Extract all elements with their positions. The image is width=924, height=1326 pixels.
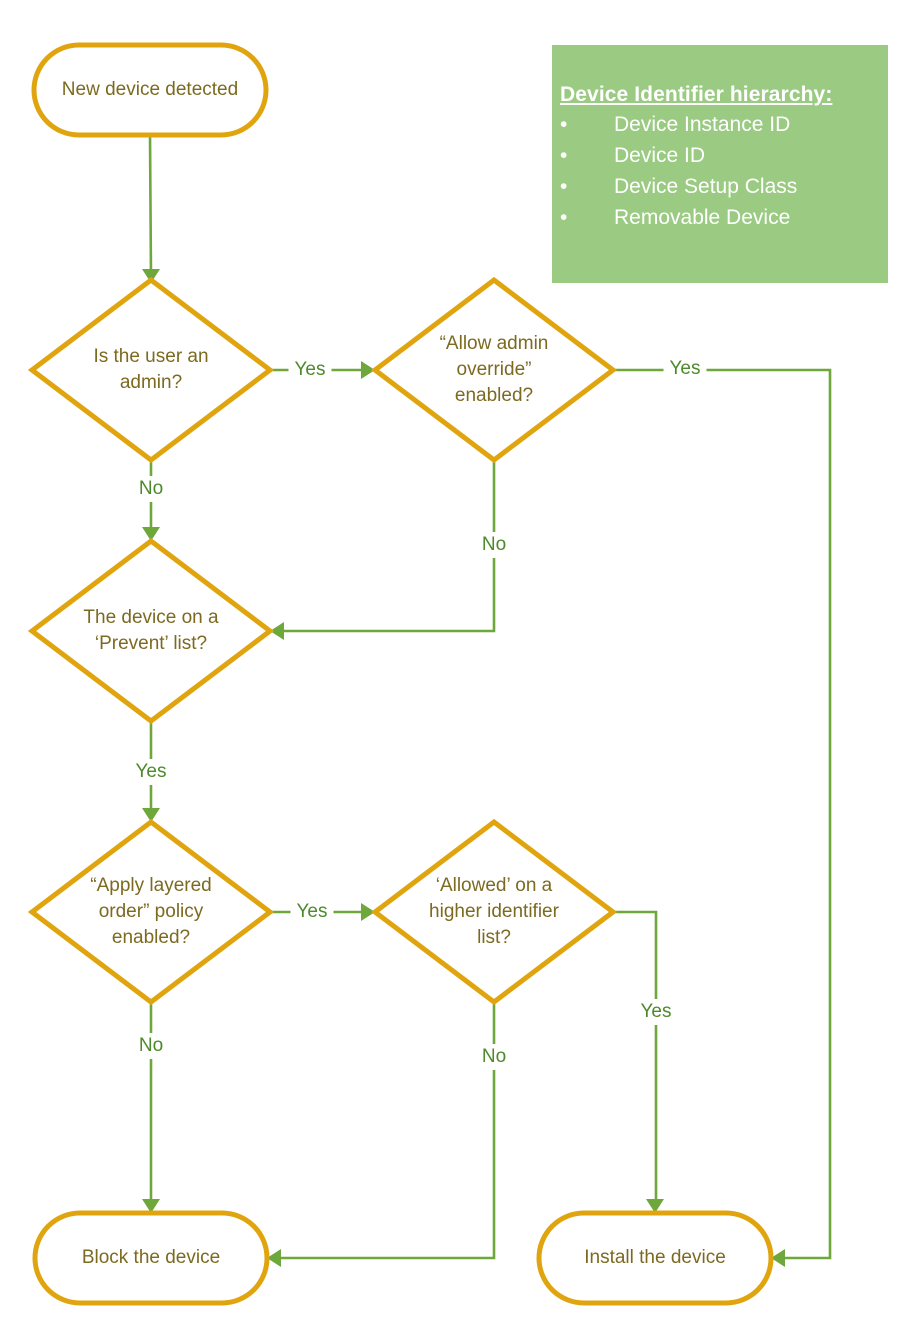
e-allowed-no-arrowhead xyxy=(267,1249,281,1267)
e-start-admin-arrowhead xyxy=(142,269,160,283)
node-label: Install the device xyxy=(584,1247,726,1268)
legend-box: Device Identifier hierarchy: • Device Ins… xyxy=(552,45,888,283)
decision-diamond xyxy=(27,276,275,464)
legend-item-label: Removable Device xyxy=(614,206,791,229)
edge-label-backdrop xyxy=(288,357,332,383)
node-start[interactable]: New device detected xyxy=(31,42,269,138)
e-admin-no-arrowhead xyxy=(142,527,160,541)
legend-item: • Device ID xyxy=(552,140,888,171)
e-override-yes-arrowhead xyxy=(771,1249,785,1267)
e-allowed-yes-arrowhead xyxy=(646,1199,664,1213)
edge-label-backdrop xyxy=(135,1033,167,1059)
edge-label-e-prevent-yes: Yes xyxy=(136,761,167,782)
legend-item: • Device Setup Class xyxy=(552,171,888,202)
edge-label-e-override-no: No xyxy=(482,534,506,555)
edge-label-backdrop xyxy=(290,899,334,925)
edge-label-backdrop xyxy=(129,759,173,785)
e-allowed-no-line xyxy=(281,1002,496,1260)
e-admin-yes-arrowhead xyxy=(361,361,375,379)
edge-label-backdrop xyxy=(135,476,167,502)
e-start-admin-line xyxy=(148,134,153,279)
terminator-shape xyxy=(32,1210,270,1306)
decision-diamond xyxy=(27,537,275,725)
legend-item: • Removable Device xyxy=(552,202,888,233)
legend-item-label: Device ID xyxy=(614,144,706,167)
edge-label-e-override-yes: Yes xyxy=(670,358,701,379)
legend-item: • Device Instance ID xyxy=(552,109,888,140)
decision-diamond xyxy=(370,276,618,464)
edge-label-backdrop xyxy=(634,999,678,1025)
e-layered-no-arrowhead xyxy=(142,1199,160,1213)
e-layered-yes-arrowhead xyxy=(361,903,375,921)
node-block[interactable]: Block the device xyxy=(32,1210,270,1306)
edge-label-e-layered-no: No xyxy=(139,1035,163,1056)
e-override-yes-line xyxy=(613,368,832,1260)
legend-title: Device Identifier hierarchy: xyxy=(560,83,833,106)
decision-diamond xyxy=(27,818,275,1006)
legend-item-label: Device Setup Class xyxy=(614,175,798,198)
edge-label-backdrop xyxy=(478,532,510,558)
e-override-no-line xyxy=(284,460,496,633)
e-allowed-yes-line xyxy=(613,910,658,1199)
bullet-icon: • xyxy=(560,206,568,229)
node-label: The device on a‘Prevent’ list? xyxy=(83,607,219,654)
decision-diamond xyxy=(370,818,618,1006)
node-d_prevent[interactable]: The device on a‘Prevent’ list? xyxy=(27,537,275,725)
legend-list: • Device Instance ID • Device ID • Device Set… xyxy=(552,109,888,233)
bullet-icon: • xyxy=(560,144,568,167)
node-label: New device detected xyxy=(62,79,238,100)
edge-label-backdrop xyxy=(478,1044,510,1070)
edge-label-e-allowed-yes: Yes xyxy=(641,1001,672,1022)
terminator-shape xyxy=(31,42,269,138)
edge-label-e-admin-yes: Yes xyxy=(295,359,326,380)
node-install[interactable]: Install the device xyxy=(536,1210,774,1306)
legend-item-label: Device Instance ID xyxy=(614,113,791,136)
e-prevent-yes-arrowhead xyxy=(142,808,160,822)
e-override-no-arrowhead xyxy=(270,622,284,640)
edge-label-e-allowed-no: No xyxy=(482,1046,506,1067)
node-label: Block the device xyxy=(82,1247,220,1268)
terminator-shape xyxy=(536,1210,774,1306)
edge-label-e-admin-no: No xyxy=(139,478,163,499)
bullet-icon: • xyxy=(560,175,568,198)
edge-label-backdrop xyxy=(663,356,707,382)
edge-label-e-layered-yes: Yes xyxy=(297,901,328,922)
bullet-icon: • xyxy=(560,113,568,136)
